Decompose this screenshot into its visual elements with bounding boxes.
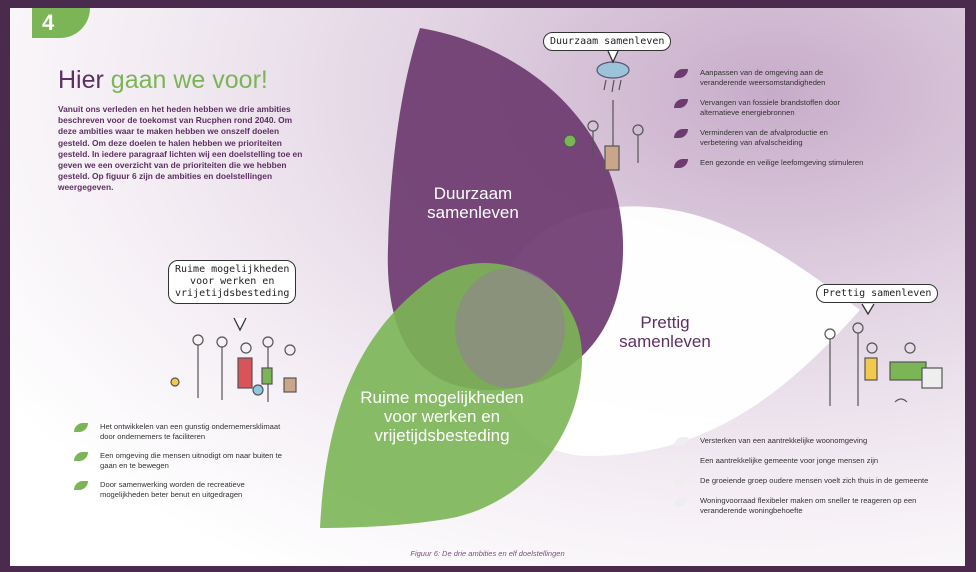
list-item-text: Aanpassen van de omgeving aan de verande… bbox=[700, 68, 826, 87]
speech-bubble-ruime-line2: voor werken en bbox=[190, 276, 275, 287]
petal-label-ruime-line1: Ruime mogelijkheden bbox=[360, 388, 524, 407]
list-item: Een omgeving die mensen uitnodigt om naa… bbox=[74, 451, 289, 471]
leaf-bullet-icon bbox=[74, 423, 88, 432]
petal-label-duurzaam: Duurzaam samenleven bbox=[408, 184, 538, 222]
ambitions-diagram bbox=[170, 28, 943, 528]
petal-overlap bbox=[455, 268, 565, 388]
petal-label-ruime: Ruime mogelijkheden voor werken en vrije… bbox=[332, 388, 552, 445]
title-part2: gaan we voor! bbox=[110, 66, 268, 94]
figure-caption: Figuur 6: De drie ambities en elf doelst… bbox=[410, 549, 565, 558]
speech-bubble-ruime-line1: Ruime mogelijkheden bbox=[175, 264, 290, 275]
leaf-bullet-icon bbox=[674, 159, 688, 168]
list-item: Het ontwikkelen van een gunstig ondernem… bbox=[74, 422, 289, 442]
leaf-bullet-icon bbox=[674, 497, 688, 506]
leaf-bullet-icon bbox=[74, 481, 88, 490]
page-title: Hier gaan we voor! bbox=[58, 66, 268, 95]
people-illustration-top bbox=[563, 61, 644, 171]
rain-cloud-icon bbox=[596, 61, 630, 79]
list-item-text: Door samenwerking worden de recreatieve … bbox=[100, 480, 245, 499]
list-item: Aanpassen van de omgeving aan de verande… bbox=[674, 68, 864, 88]
list-item-text: Een gezonde en veilige leefomgeving stim… bbox=[700, 158, 864, 167]
list-item-text: Een omgeving die mensen uitnodigt om naa… bbox=[100, 451, 282, 470]
list-item: Een gezonde en veilige leefomgeving stim… bbox=[674, 158, 864, 168]
goals-list-ruime: Het ontwikkelen van een gunstig ondernem… bbox=[74, 422, 289, 500]
petal-label-prettig: Prettig samenleven bbox=[600, 313, 730, 351]
petal-label-duurzaam-line2: samenleven bbox=[427, 203, 519, 222]
intro-text: Vanuit ons verleden en het heden hebben … bbox=[58, 104, 303, 193]
people-illustration-right bbox=[824, 322, 943, 406]
list-item-text: Versterken van een aantrekkelijke woonom… bbox=[700, 436, 868, 445]
list-item-text: Vervangen van fossiele brandstoffen door… bbox=[700, 98, 841, 117]
speech-tail-left bbox=[233, 317, 247, 332]
list-item: De groeiende groep oudere mensen voelt z… bbox=[674, 476, 934, 486]
goals-list-prettig: Versterken van een aantrekkelijke woonom… bbox=[674, 436, 934, 516]
petal-label-ruime-line2: voor werken en bbox=[383, 407, 501, 426]
list-item-text: Het ontwikkelen van een gunstig ondernem… bbox=[100, 422, 281, 441]
leaf-bullet-icon bbox=[74, 452, 88, 461]
speech-bubble-prettig: Prettig samenleven bbox=[816, 284, 939, 303]
list-item-text: De groeiende groep oudere mensen voelt z… bbox=[700, 476, 929, 485]
petal-label-prettig-line1: Prettig bbox=[640, 313, 690, 332]
list-item: Versterken van een aantrekkelijke woonom… bbox=[674, 436, 934, 446]
chapter-badge: 4 bbox=[32, 8, 90, 38]
list-item-text: Verminderen van de afvalproductie en ver… bbox=[700, 128, 828, 147]
leaf-bullet-icon bbox=[674, 99, 688, 108]
leaf-bullet-icon bbox=[674, 129, 688, 138]
petal-label-duurzaam-line1: Duurzaam bbox=[433, 184, 513, 203]
list-item: Verminderen van de afvalproductie en ver… bbox=[674, 128, 864, 148]
list-item: Door samenwerking worden de recreatieve … bbox=[74, 480, 289, 500]
page: 4 Hier gaan we voor! Vanuit ons verleden… bbox=[10, 8, 965, 566]
list-item: Woningvoorraad flexibeler maken om snell… bbox=[674, 496, 934, 516]
chapter-number: 4 bbox=[42, 10, 55, 35]
petal-label-prettig-line2: samenleven bbox=[619, 332, 711, 351]
leaf-bullet-icon bbox=[674, 437, 688, 446]
speech-tail-right bbox=[861, 303, 875, 316]
people-illustration-left bbox=[170, 334, 297, 402]
title-part1: Hier bbox=[58, 66, 104, 94]
leaf-bullet-icon bbox=[674, 457, 688, 466]
speech-bubble-duurzaam: Duurzaam samenleven bbox=[543, 32, 672, 51]
speech-bubble-ruime: Ruime mogelijkheden voor werken en vrije… bbox=[168, 260, 297, 304]
speech-bubble-ruime-line3: vrijetijdsbesteding bbox=[175, 288, 290, 299]
speech-tail-top bbox=[607, 50, 619, 64]
leaf-bullet-icon bbox=[674, 477, 688, 486]
list-item: Vervangen van fossiele brandstoffen door… bbox=[674, 98, 864, 118]
leaf-bullet-icon bbox=[674, 69, 688, 78]
list-item-text: Woningvoorraad flexibeler maken om snell… bbox=[700, 496, 917, 515]
list-item: Een aantrekkelijke gemeente voor jonge m… bbox=[674, 456, 934, 466]
list-item-text: Een aantrekkelijke gemeente voor jonge m… bbox=[700, 456, 879, 465]
petal-label-ruime-line3: vrijetijdsbesteding bbox=[374, 426, 510, 445]
goals-list-duurzaam: Aanpassen van de omgeving aan de verande… bbox=[674, 68, 864, 168]
